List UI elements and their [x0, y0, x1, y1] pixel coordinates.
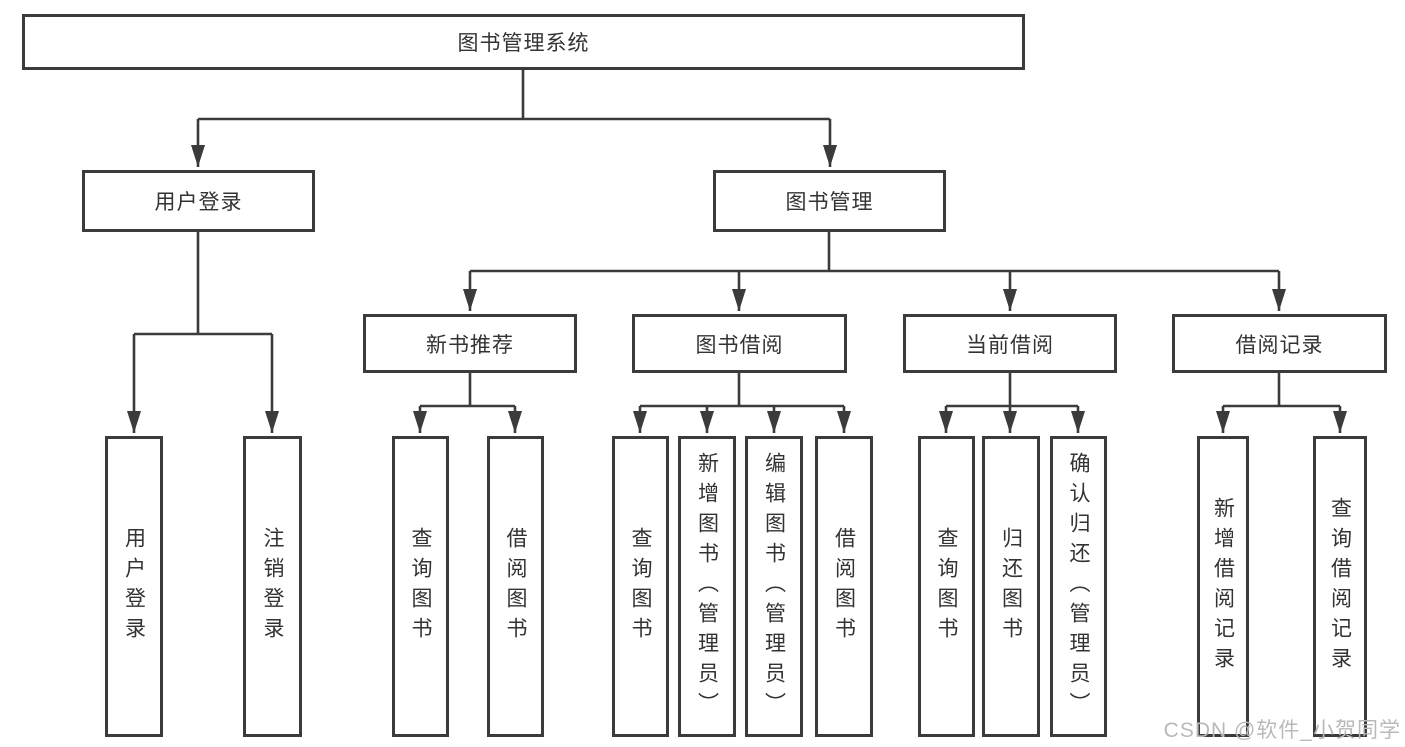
node-book-borrow: 图书借阅 [632, 314, 847, 373]
node-current-borrow: 当前借阅 [903, 314, 1117, 373]
connector-book-mgmt-to-level3 [463, 232, 1286, 311]
node-leaf-add-book-admin: 新增图书（管理员） [678, 436, 736, 737]
node-leaf-edit-book-admin: 编辑图书（管理员） [745, 436, 803, 737]
node-user-login: 用户登录 [82, 170, 315, 232]
node-leaf-add-borrow-record: 新增借阅记录 [1197, 436, 1249, 737]
node-leaf-query-borrow-record: 查询借阅记录 [1313, 436, 1367, 737]
node-leaf-confirm-return-admin: 确认归还（管理员） [1050, 436, 1107, 737]
csdn-watermark: CSDN @软件_小贺同学 [1163, 719, 1401, 742]
node-new-book-recommend: 新书推荐 [363, 314, 577, 373]
node-leaf-borrow-book-newrec: 借阅图书 [487, 436, 544, 737]
connector-current-borrow-to-leaves [939, 373, 1085, 433]
connector-user-login-to-leaves [127, 232, 279, 433]
node-leaf-query-book-borrow: 查询图书 [612, 436, 669, 737]
node-leaf-query-book-newrec: 查询图书 [392, 436, 449, 737]
connector-book-borrow-to-leaves [633, 373, 851, 433]
node-leaf-query-book-current: 查询图书 [918, 436, 975, 737]
node-leaf-user-login: 用户登录 [105, 436, 163, 737]
node-leaf-borrow-book: 借阅图书 [815, 436, 873, 737]
node-leaf-return-book: 归还图书 [982, 436, 1040, 737]
node-leaf-logout: 注销登录 [243, 436, 302, 737]
connector-borrow-records-to-leaves [1216, 373, 1347, 433]
connector-new-book-to-leaves [413, 373, 522, 433]
node-borrow-records: 借阅记录 [1172, 314, 1387, 373]
node-root-library-system: 图书管理系统 [22, 14, 1025, 70]
node-book-management: 图书管理 [713, 170, 946, 232]
connector-root-to-level2 [191, 69, 837, 167]
